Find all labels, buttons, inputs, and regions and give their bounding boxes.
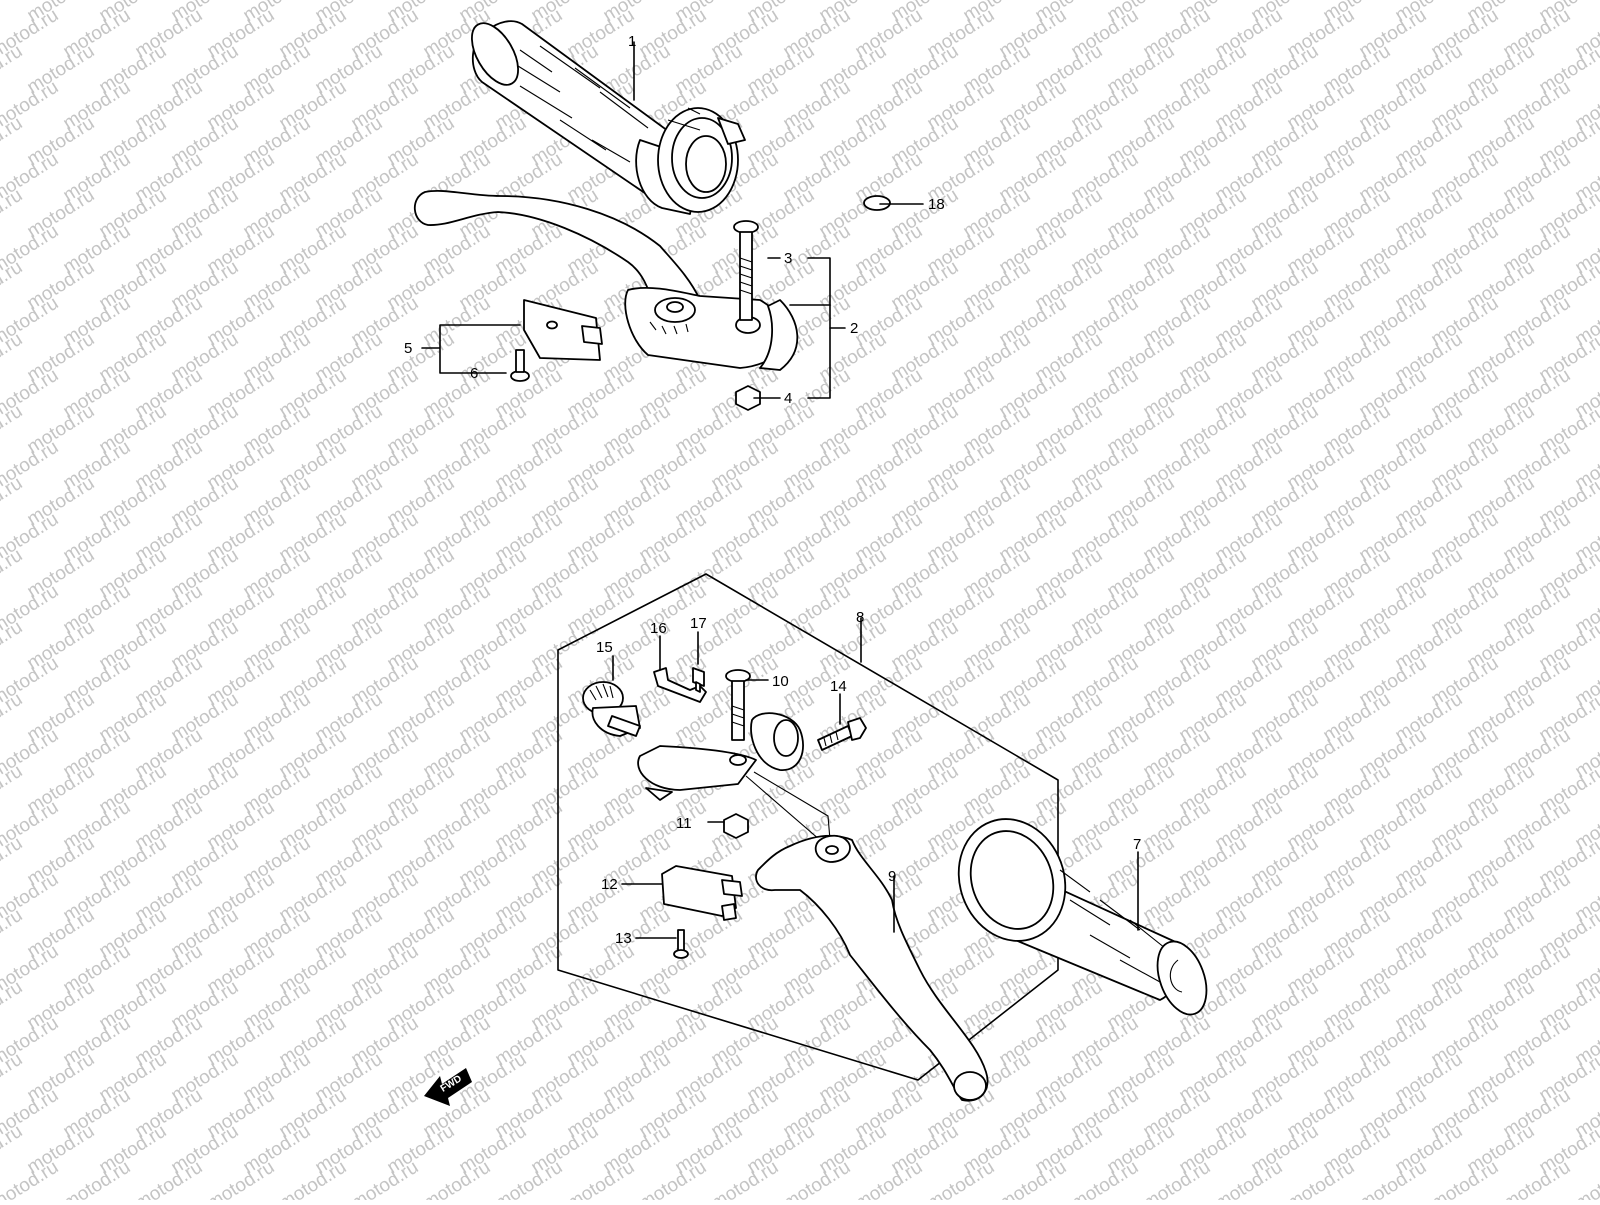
callout-2: 2: [850, 320, 858, 337]
callout-9: 9: [888, 868, 896, 885]
callout-3: 3: [784, 250, 792, 267]
watermark-text: motod.ru: [0, 1049, 26, 1107]
watermark-text: motod.ru: [0, 185, 26, 243]
callout-4: 4: [784, 390, 792, 407]
watermark-text: motod.ru: [0, 329, 26, 387]
watermark-text: motod.ru: [0, 977, 26, 1035]
callout-5: 5: [404, 340, 412, 357]
watermark-text: motod.ru: [0, 113, 26, 171]
callout-13: 13: [615, 930, 632, 947]
watermark-text: motod.ru: [0, 1121, 26, 1179]
callout-10: 10: [772, 673, 789, 690]
adjuster-15: [582, 681, 641, 737]
callout-17: 17: [690, 615, 707, 632]
callout-8: 8: [856, 609, 864, 626]
callout-7: 7: [1133, 836, 1141, 853]
callout-11: 11: [676, 815, 692, 832]
watermark-text: motod.ru: [0, 41, 26, 99]
callout-1: 1: [628, 33, 636, 50]
watermark-text: motod.ru: [0, 257, 26, 315]
cap-18: [863, 195, 891, 211]
watermark-text: motod.ru: [0, 545, 26, 603]
watermark-text: motod.ru: [0, 401, 26, 459]
watermark-text: motod.ru: [0, 617, 26, 675]
callout-16: 16: [650, 620, 667, 637]
clutch-switch-12: [661, 865, 743, 921]
callout-12: 12: [601, 876, 618, 893]
watermark-text: motod.ru: [1572, 1157, 1600, 1200]
watermark-text: motod.ru: [0, 761, 26, 819]
watermark-text: motod.ru: [0, 473, 26, 531]
watermark-text: motod.ru: [0, 905, 26, 963]
callout-14: 14: [830, 678, 847, 695]
watermark-text: motod.ru: [0, 689, 26, 747]
callout-18: 18: [928, 196, 945, 213]
callout-6: 6: [470, 365, 478, 382]
brake-switch-5: [523, 299, 603, 361]
watermark-text: motod.ru: [0, 833, 26, 891]
callout-15: 15: [596, 639, 613, 656]
nut-11: [723, 813, 749, 839]
